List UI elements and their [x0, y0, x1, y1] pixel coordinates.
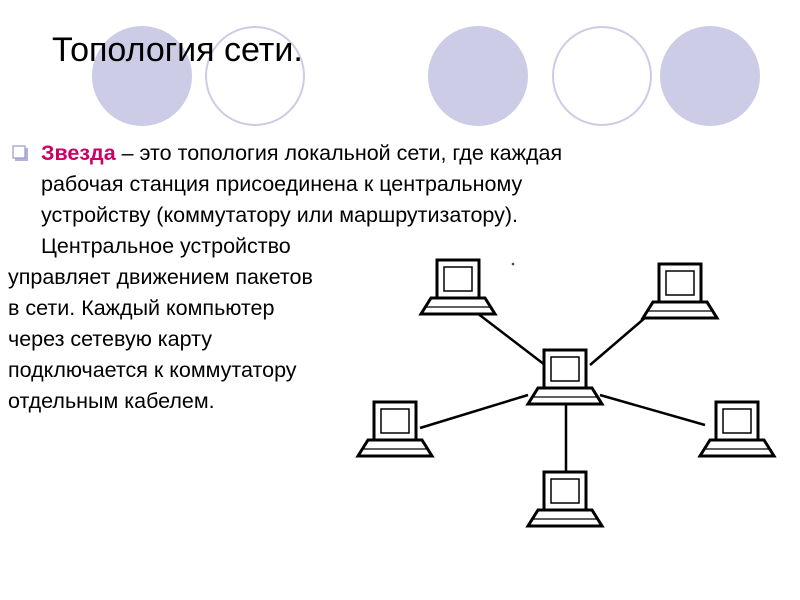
bullet-line-4: Центральное устройство: [41, 234, 291, 258]
hollow-square-bullet-icon: [12, 145, 28, 161]
computer-icon: [698, 400, 776, 458]
computer-icon: [419, 258, 497, 316]
bullet-line-8: подключается к коммутатору: [8, 358, 297, 382]
bullet-line-3: устройству (коммутатору или маршрутизато…: [41, 203, 519, 227]
computer-icon: [526, 470, 604, 528]
decor-circle-1: [92, 26, 192, 126]
bullet-line-9: отдельным кабелем.: [8, 389, 215, 413]
decor-circle-2: [205, 26, 305, 126]
computer-icon: [641, 262, 719, 320]
cable-right: [599, 393, 706, 427]
decor-circle-3: [428, 26, 528, 126]
decor-circle-4: [552, 26, 652, 126]
bullet-line-6: в сети. Каждый компьютер: [8, 296, 275, 320]
bullet-line-5: управляет движением пакетов: [8, 265, 313, 289]
cable-left: [419, 393, 529, 430]
slide-title: Топология сети.: [52, 31, 303, 69]
bullet-line-1: Звезда – это топология локальной сети, г…: [41, 141, 563, 165]
bullet-line-2: рабочая станция присоединена к центральн…: [41, 172, 523, 196]
decor-circle-5: [660, 26, 760, 126]
term-highlight: Звезда: [41, 141, 116, 165]
bullet-line-7: через сетевую карту: [8, 327, 212, 351]
central-switch-computer-icon: [526, 348, 604, 406]
